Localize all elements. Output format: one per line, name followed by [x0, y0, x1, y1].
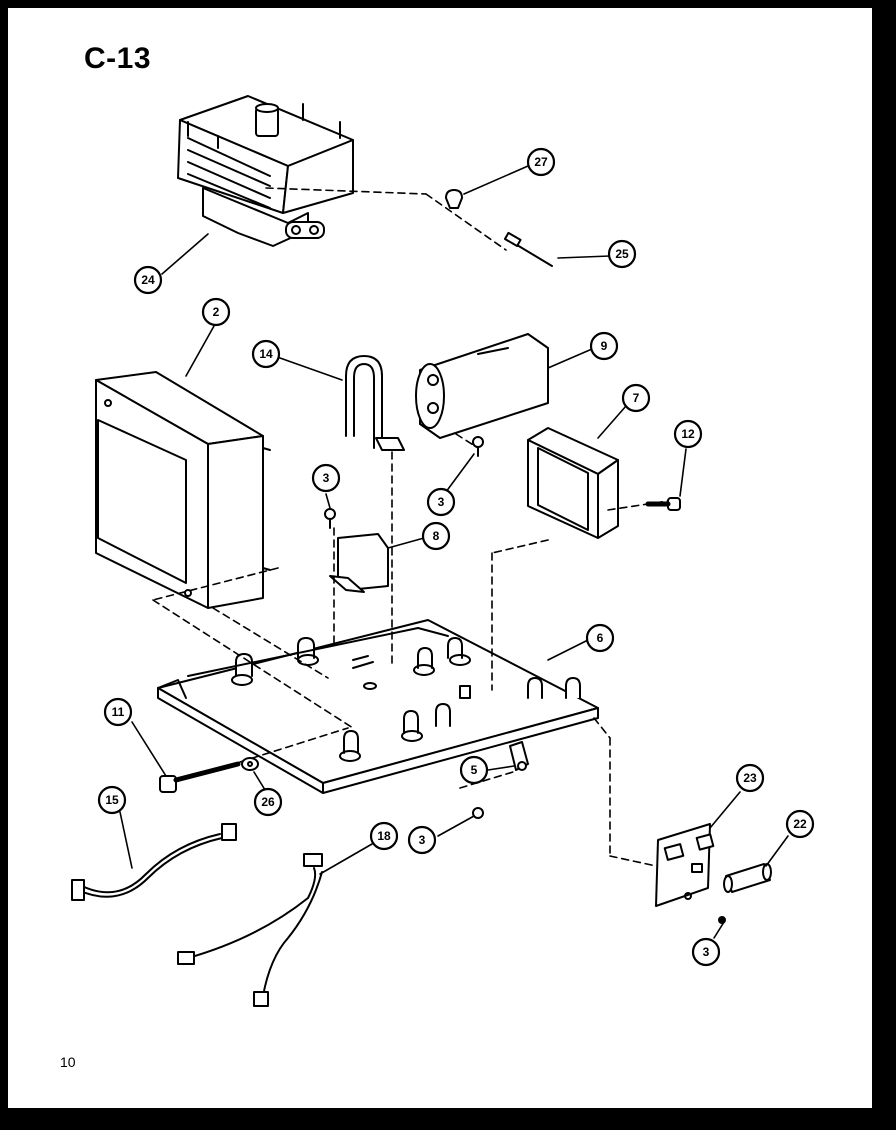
magnetron — [177, 95, 354, 247]
callout-leaders — [119, 165, 789, 939]
exploded-parts-diagram: 27 25 24 2 14 9 7 12 3 3 8 6 11 26 5 15 3 18 23 22 3 — [71, 95, 815, 1007]
base-plate — [157, 619, 599, 794]
callout-22: 22 — [785, 809, 815, 839]
assembly-lines — [152, 187, 675, 867]
callout-label: 9 — [601, 339, 608, 353]
wire-15 — [71, 823, 237, 901]
callout-3: 3 — [311, 463, 341, 493]
callout-label: 8 — [433, 529, 440, 543]
callout-label: 3 — [438, 495, 445, 509]
callout-label: 6 — [597, 631, 604, 645]
callout-26: 26 — [253, 787, 283, 817]
callout-7: 7 — [621, 383, 651, 413]
callout-label: 11 — [112, 705, 125, 719]
fuse — [723, 863, 772, 893]
callout-23: 23 — [735, 763, 765, 793]
hv-capacitor — [415, 333, 549, 439]
callout-9: 9 — [589, 331, 619, 361]
callout-label: 15 — [105, 793, 119, 807]
callout-3: 3 — [426, 487, 456, 517]
callout-label: 3 — [419, 833, 426, 847]
callout-label: 27 — [534, 155, 548, 169]
callout-label: 3 — [323, 471, 330, 485]
callout-label: 12 — [681, 427, 695, 441]
transformer — [95, 371, 271, 609]
callout-8: 8 — [421, 521, 451, 551]
callout-label: 22 — [793, 817, 807, 831]
callout-3: 3 — [691, 937, 721, 967]
callout-25: 25 — [607, 239, 637, 269]
diagram-sheet: C-13 — [8, 8, 872, 1108]
callout-label: 14 — [259, 347, 273, 361]
capacitor-bracket — [345, 355, 405, 451]
fuse-board — [655, 823, 715, 907]
callout-label: 5 — [471, 763, 478, 777]
callout-15: 15 — [97, 785, 127, 815]
callout-18: 18 — [369, 821, 399, 851]
callout-label: 23 — [743, 771, 757, 785]
callout-label: 7 — [633, 391, 640, 405]
wire-18 — [177, 853, 323, 1007]
callout-label: 18 — [377, 829, 391, 843]
callouts: 27 25 24 2 14 9 7 12 3 3 8 6 11 26 5 15 3 18 23 22 3 — [97, 147, 815, 967]
filter-unit — [527, 427, 619, 539]
callout-14: 14 — [251, 339, 281, 369]
callout-label: 25 — [615, 247, 629, 261]
callout-label: 24 — [141, 273, 155, 287]
small-parts — [159, 189, 726, 924]
callout-label: 2 — [213, 305, 220, 319]
callout-6: 6 — [585, 623, 615, 653]
callout-24: 24 — [133, 265, 163, 295]
callout-2: 2 — [201, 297, 231, 327]
callout-11: 11 — [103, 697, 133, 727]
callout-5: 5 — [459, 755, 489, 785]
callout-27: 27 — [526, 147, 556, 177]
diagram-title: C-13 — [84, 42, 152, 75]
callout-label: 26 — [261, 795, 275, 809]
callout-3: 3 — [407, 825, 437, 855]
switch-module — [329, 533, 389, 593]
callout-label: 3 — [703, 945, 710, 959]
callout-12: 12 — [673, 419, 703, 449]
page-number: 10 — [60, 1054, 76, 1070]
